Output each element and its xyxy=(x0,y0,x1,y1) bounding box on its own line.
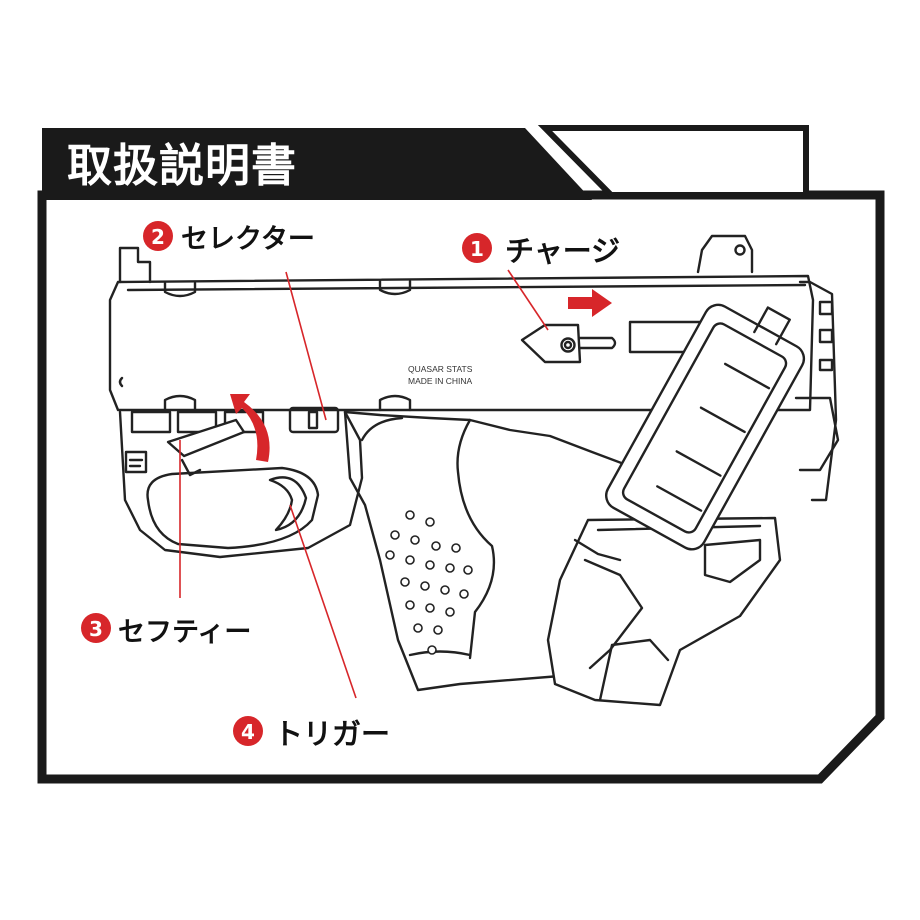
callout-label: チャージ xyxy=(505,234,620,268)
leader-line-charge xyxy=(507,269,549,331)
magazine-well xyxy=(546,516,782,707)
safety-lever xyxy=(166,418,246,458)
callout-selector: 2 セレクター xyxy=(143,221,315,255)
header-tab xyxy=(42,128,592,200)
grip-texture xyxy=(385,510,473,655)
callout-number-badge xyxy=(143,221,173,251)
callout-number: 3 xyxy=(89,617,103,641)
lower-receiver xyxy=(118,410,364,559)
charging-handle-pin xyxy=(560,337,576,353)
callout-label: トリガー xyxy=(274,717,390,751)
callout-number: 2 xyxy=(151,225,165,249)
trigger-guard-inner xyxy=(146,466,320,550)
trigger xyxy=(268,476,308,532)
callout-safety: 3 セフティー xyxy=(81,613,251,648)
callout-number-badge xyxy=(233,716,263,746)
stamp-line-1: QUASAR STATS xyxy=(408,364,473,374)
callout-number: 1 xyxy=(470,237,484,261)
callout-trigger: 4 トリガー xyxy=(233,716,390,751)
leader-line-selector xyxy=(285,271,327,421)
callout-number: 4 xyxy=(241,720,255,744)
annotations xyxy=(179,269,549,699)
front-sight xyxy=(696,234,754,274)
leader-line-trigger xyxy=(289,504,357,699)
charge-direction-arrow xyxy=(568,289,612,317)
safety-rotation-arrow xyxy=(230,394,270,462)
magazine xyxy=(605,303,806,551)
rear-sight xyxy=(118,246,152,284)
callout-label: セフティー xyxy=(118,617,251,648)
callout-number-badge xyxy=(462,233,492,263)
gun-illustration: QUASAR STATS MADE IN CHINA xyxy=(108,234,840,707)
upper-receiver xyxy=(108,274,815,412)
selector-switch xyxy=(288,406,340,434)
header-title: 取扱説明書 xyxy=(67,139,297,192)
callout-number-badge xyxy=(81,613,111,643)
charging-handle xyxy=(520,323,582,364)
stamp-line-2: MADE IN CHINA xyxy=(408,376,473,386)
callout-charge: 1 チャージ xyxy=(462,233,620,268)
front-sight-pin xyxy=(734,244,746,256)
callout-label: セレクター xyxy=(181,224,315,255)
